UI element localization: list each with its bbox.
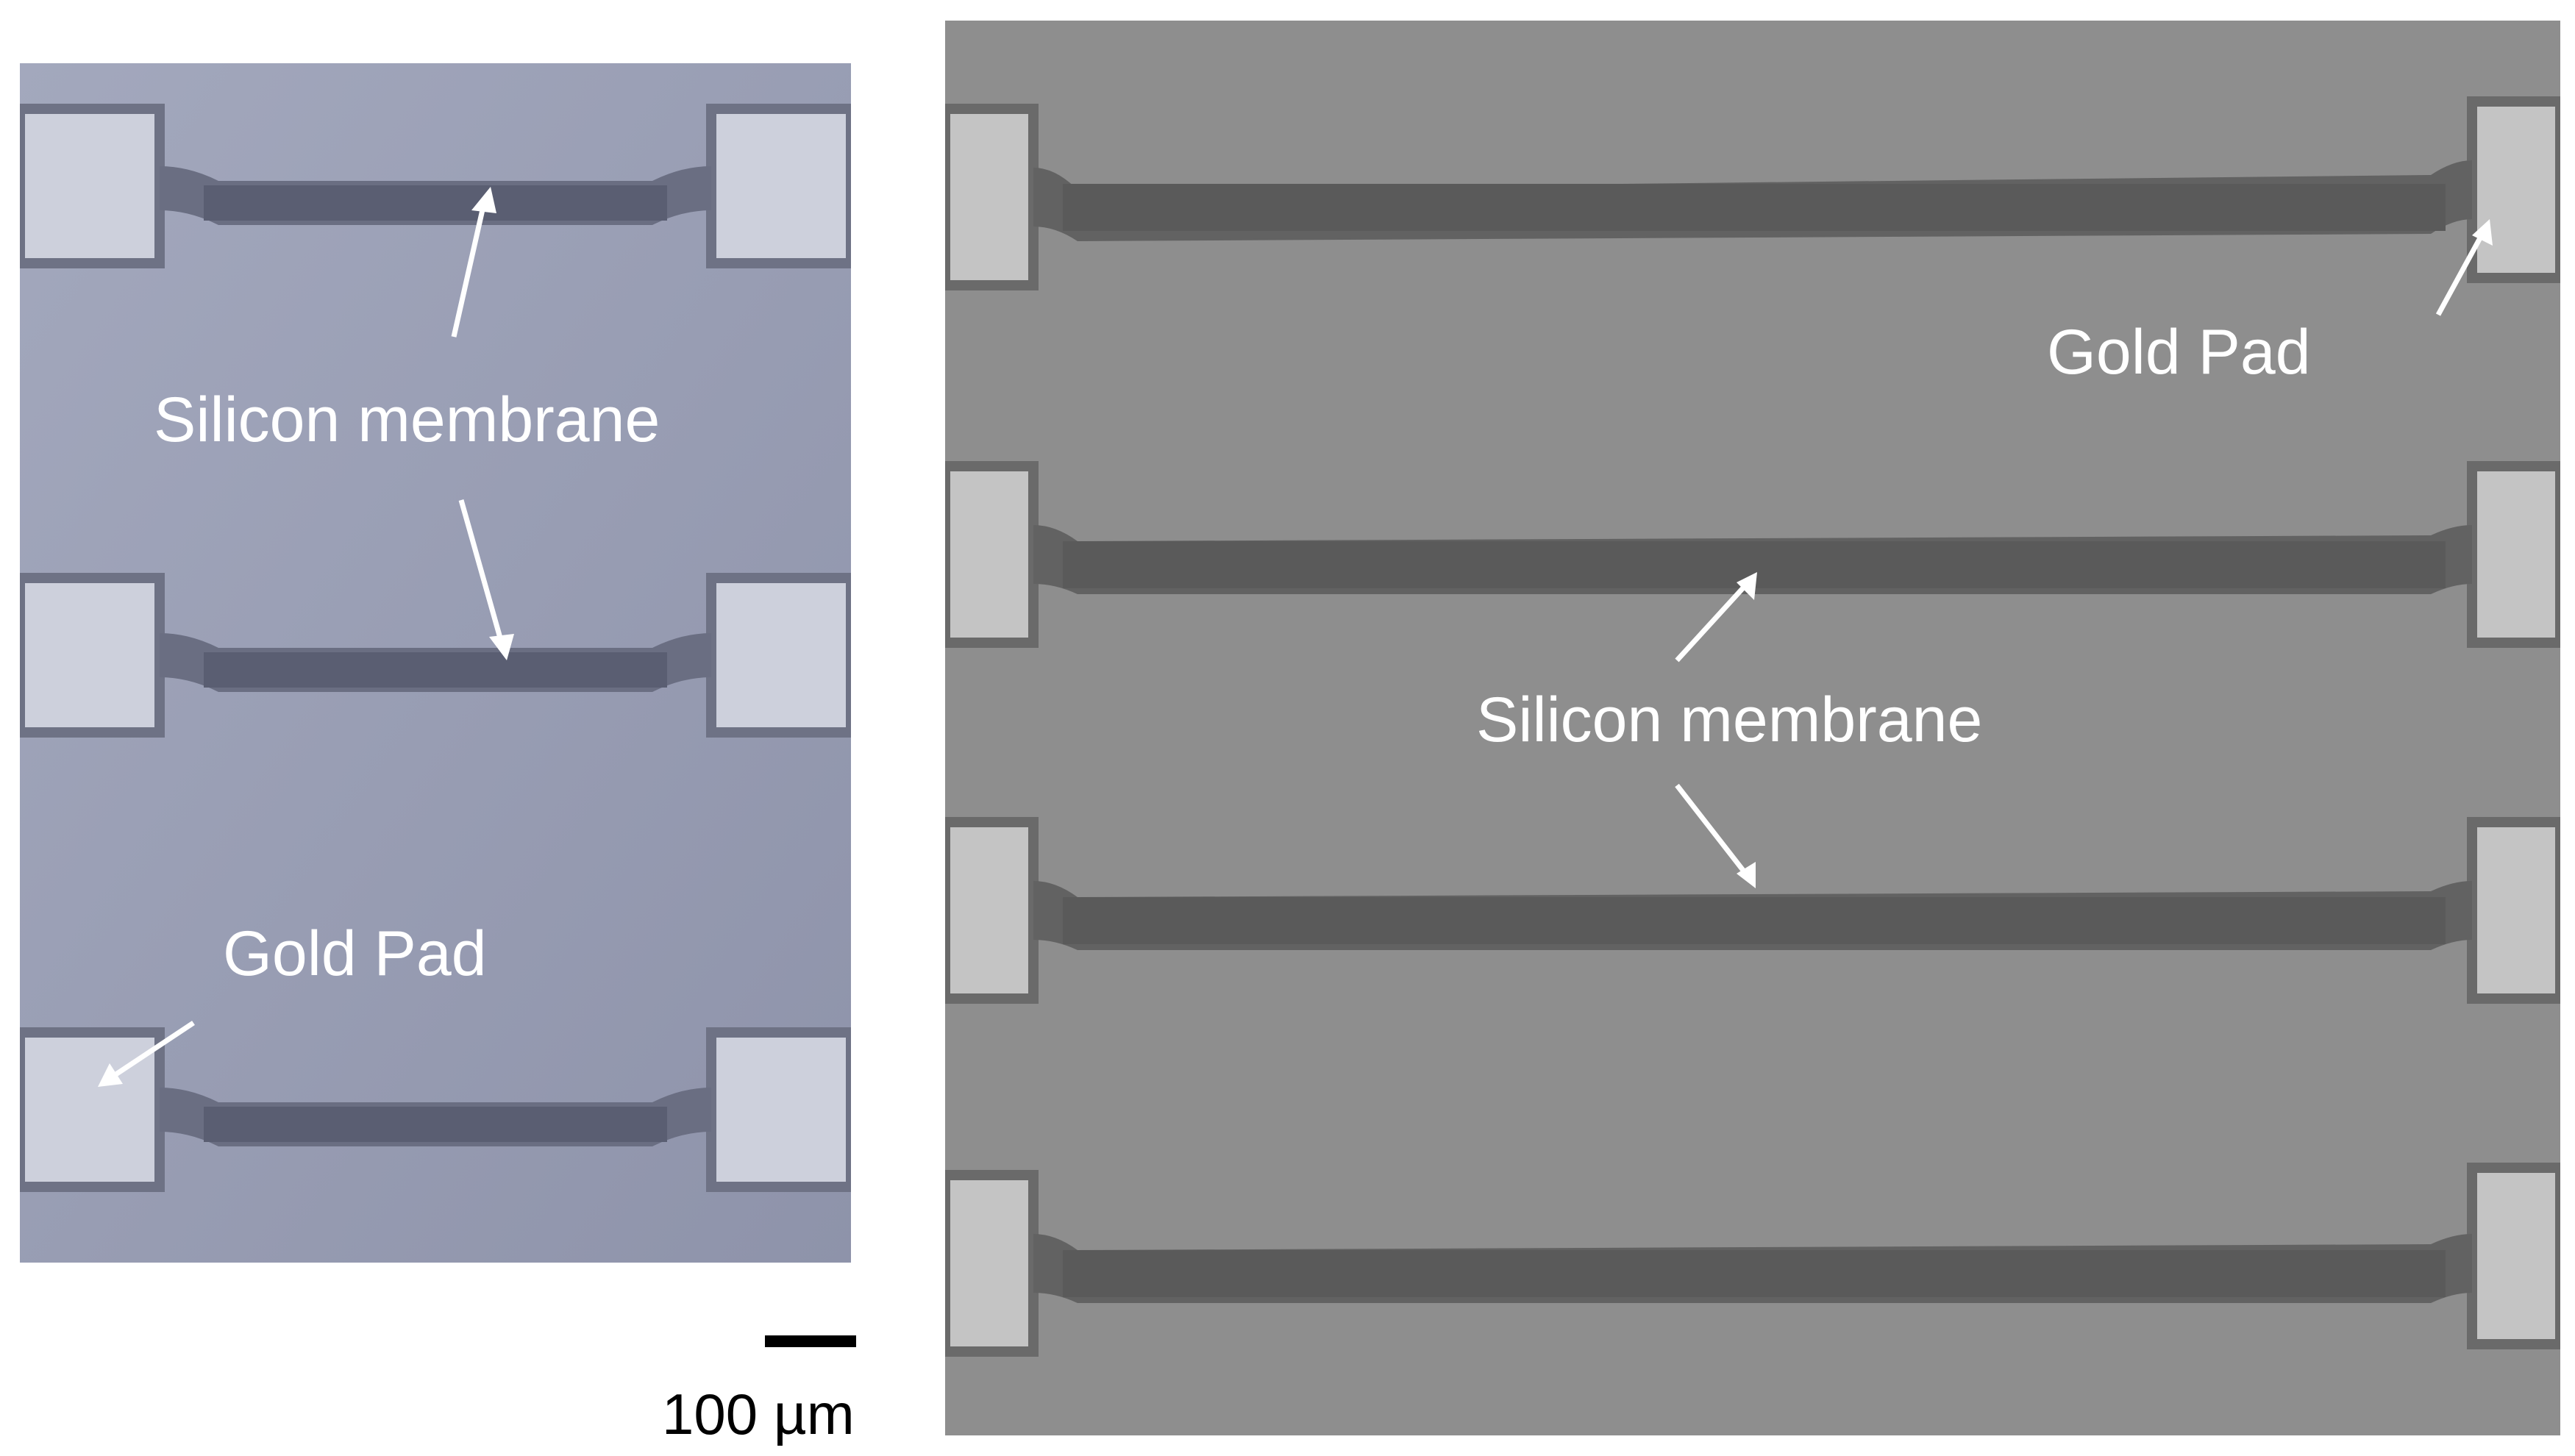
gold-pad-right — [2467, 1163, 2560, 1349]
gold-pad-right — [706, 1027, 851, 1192]
membrane-row-1 — [945, 96, 2560, 290]
gold-pad-right — [2467, 461, 2560, 648]
left-micrograph: Silicon membrane Gold Pad — [20, 63, 851, 1263]
silicon-membrane-label: Silicon membrane — [154, 385, 660, 455]
arrow-up-right-icon — [1675, 572, 1757, 663]
silicon-membrane — [1063, 1250, 2446, 1297]
gold-pad-label: Gold Pad — [2047, 317, 2311, 388]
gold-pad-left — [20, 104, 165, 268]
left-micrograph-image: Silicon membrane Gold Pad — [20, 63, 851, 1263]
silicon-membrane — [204, 1107, 667, 1142]
scale-bar-label: 100 µm — [662, 1382, 855, 1446]
scale-bar — [765, 1335, 856, 1347]
gold-pad-right — [706, 104, 851, 268]
gold-pad-left — [20, 1027, 165, 1192]
arrow-up-icon — [451, 187, 496, 338]
gold-pad-right — [2467, 817, 2560, 1004]
gold-pad-left — [945, 1170, 1039, 1357]
silicon-membrane — [1063, 184, 2446, 231]
gold-pad-right — [2467, 96, 2560, 283]
gold-pad-left — [20, 573, 165, 738]
gold-pad-left — [945, 461, 1039, 648]
annotation-arrows — [98, 187, 514, 1087]
membrane-row-4 — [945, 1163, 2560, 1357]
substrate — [945, 21, 2560, 1435]
arrow-down-left-icon — [98, 1021, 195, 1087]
right-micrograph-image: Gold Pad Silicon membrane — [945, 21, 2560, 1435]
gold-pad-label: Gold Pad — [223, 918, 487, 989]
arrow-down-icon — [458, 499, 514, 660]
silicon-membrane — [204, 185, 667, 221]
arrow-up-right-icon — [2435, 219, 2493, 316]
annotation-arrows — [1675, 219, 2493, 888]
silicon-membrane-label: Silicon membrane — [1476, 685, 1982, 755]
gold-pad-left — [945, 104, 1039, 290]
scale-bar-label-wrap: 100 µm — [662, 1382, 855, 1446]
silicon-membrane — [204, 652, 667, 688]
arrow-down-right-icon — [1675, 783, 1756, 888]
membrane-row-2 — [20, 573, 851, 738]
silicon-membrane — [1063, 897, 2446, 944]
membrane-row-3 — [945, 817, 2560, 1004]
gold-pad-right — [706, 573, 851, 738]
membrane-row-1 — [20, 104, 851, 268]
right-micrograph: Gold Pad Silicon membrane — [945, 21, 2560, 1435]
gold-pad-left — [945, 817, 1039, 1004]
